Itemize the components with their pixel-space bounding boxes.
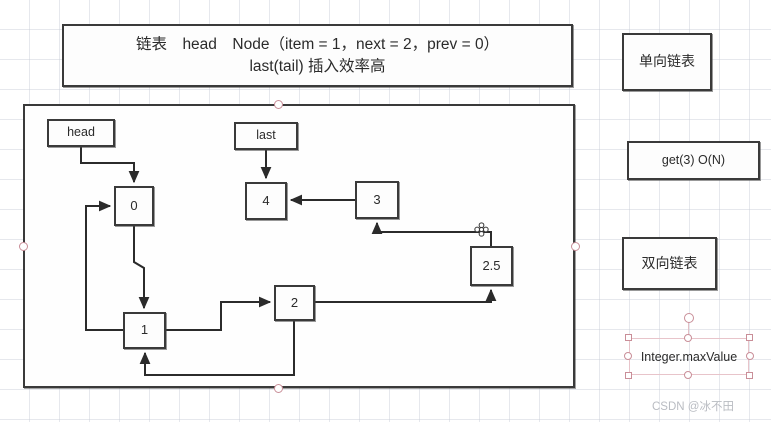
handle-bottom-center[interactable] <box>684 371 692 379</box>
move-cursor-icon[interactable] <box>474 222 489 237</box>
list-node-2[interactable]: 2 <box>274 285 315 321</box>
selected-text-label: Integer.maxValue <box>640 349 738 364</box>
banner-line-1: 链表 head Node（item = 1，next = 2，prev = 0） <box>135 36 500 54</box>
frame-handle-top[interactable] <box>274 100 283 109</box>
pointer-node-head[interactable]: head <box>47 119 115 147</box>
panel-double-linked-list[interactable]: 双向链表 <box>622 237 717 290</box>
frame-handle-bottom[interactable] <box>274 384 283 393</box>
watermark: CSDN @冰不田 <box>652 401 734 413</box>
list-node-3[interactable]: 3 <box>355 181 399 219</box>
handle-mid-right[interactable] <box>746 352 754 360</box>
list-node-4-label: 4 <box>262 192 270 208</box>
panel-get-complexity-label: get(3) O(N) <box>661 152 726 167</box>
handle-top-right[interactable] <box>746 334 753 341</box>
handle-top-center[interactable] <box>684 334 692 342</box>
list-node-4[interactable]: 4 <box>245 182 287 220</box>
list-node-0-label: 0 <box>130 197 138 213</box>
pointer-node-head-label: head <box>67 125 95 140</box>
handle-mid-left[interactable] <box>624 352 632 360</box>
selected-text-object[interactable]: Integer.maxValue <box>624 313 754 379</box>
panel-single-linked-list-label: 单向链表 <box>639 53 695 70</box>
panel-double-linked-list-label: 双向链表 <box>641 254 698 271</box>
banner-line-2: last(tail) 插入效率高 <box>249 57 386 75</box>
handle-top-left[interactable] <box>625 334 632 341</box>
list-node-1-label: 1 <box>140 322 149 338</box>
list-node-2-label: 2 <box>290 294 299 310</box>
panel-get-complexity[interactable]: get(3) O(N) <box>627 141 760 180</box>
list-node-2-5-label: 2.5 <box>482 257 501 273</box>
list-node-2-5[interactable]: 2.5 <box>470 246 513 286</box>
list-node-0[interactable]: 0 <box>114 186 154 226</box>
rotate-handle[interactable] <box>684 313 694 323</box>
handle-bottom-right[interactable] <box>746 372 753 379</box>
frame-handle-right[interactable] <box>571 242 580 251</box>
title-banner[interactable]: 链表 head Node（item = 1，next = 2，prev = 0）… <box>62 24 573 87</box>
panel-single-linked-list[interactable]: 单向链表 <box>622 33 712 91</box>
list-node-3-label: 3 <box>373 191 381 207</box>
list-node-1[interactable]: 1 <box>123 312 166 349</box>
pointer-node-last-label: last <box>256 128 276 143</box>
frame-handle-left[interactable] <box>19 242 28 251</box>
rotate-handle-stem <box>688 321 689 339</box>
pointer-node-last[interactable]: last <box>234 122 298 150</box>
handle-bottom-left[interactable] <box>625 372 632 379</box>
